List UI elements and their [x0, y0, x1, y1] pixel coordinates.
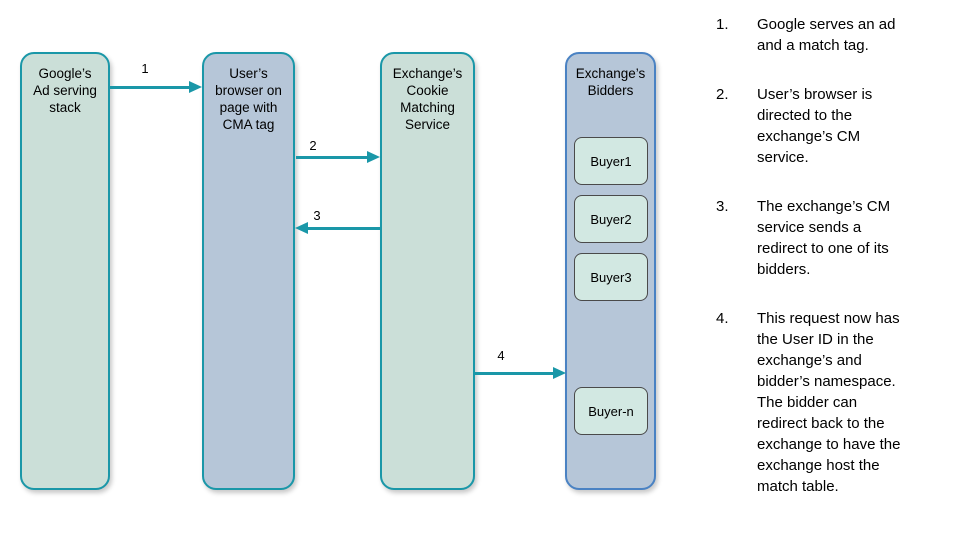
- step-4-number: 4.: [716, 310, 729, 327]
- node-exchange-bidders: Exchange’s Bidders Buyer1 Buyer2 Buyer3 …: [565, 52, 656, 490]
- step-item-2: 2. User’s browser is directed to the exc…: [716, 84, 956, 168]
- arrow-1-number: 1: [141, 61, 149, 76]
- node-user-browser: User’s browser on page with CMA tag: [202, 52, 295, 490]
- step-3-text: The exchange’s CM service sends a redire…: [757, 198, 891, 278]
- step-1-number: 1.: [716, 16, 729, 33]
- step-item-3: 3. The exchange’s CM service sends a red…: [716, 196, 956, 280]
- buyer-box-3-label: Buyer3: [590, 269, 632, 285]
- arrow-1-line: [110, 86, 190, 89]
- arrow-2-number: 2: [309, 138, 317, 153]
- step-4-text: This request now has the User ID in the …: [757, 310, 901, 495]
- arrow-3-line: [308, 227, 380, 230]
- step-2-number: 2.: [716, 86, 729, 103]
- arrow-3-head-icon: [295, 222, 308, 234]
- step-3-number: 3.: [716, 198, 729, 215]
- step-item-1: 1. Google serves an ad and a match tag.: [716, 14, 956, 56]
- node-cookie-matching-service: Exchange’s Cookie Matching Service: [380, 52, 475, 490]
- arrow-2-head-icon: [367, 151, 380, 163]
- arrow-4-number: 4: [497, 348, 505, 363]
- buyer-box-2-label: Buyer2: [590, 211, 632, 227]
- node-user-browser-label: User’s browser on page with CMA tag: [215, 66, 282, 132]
- steps-list: 1. Google serves an ad and a match tag. …: [716, 14, 956, 525]
- step-item-4: 4. This request now has the User ID in t…: [716, 308, 956, 497]
- step-1-text: Google serves an ad and a match tag.: [757, 16, 896, 54]
- node-google-ad-stack-label: Google’s Ad serving stack: [33, 66, 97, 115]
- node-exchange-bidders-label: Exchange’s Bidders: [575, 66, 646, 98]
- buyer-box-2: Buyer2: [574, 195, 648, 243]
- buyer-box-1-label: Buyer1: [590, 153, 632, 169]
- arrow-4-head-icon: [553, 367, 566, 379]
- step-2-text: User’s browser is directed to the exchan…: [757, 86, 873, 166]
- buyer-box-n-label: Buyer-n: [588, 403, 634, 419]
- arrow-3-number: 3: [313, 208, 321, 223]
- buyer-box-1: Buyer1: [574, 137, 648, 185]
- arrow-1-head-icon: [189, 81, 202, 93]
- node-google-ad-stack: Google’s Ad serving stack: [20, 52, 110, 490]
- buyer-box-3: Buyer3: [574, 253, 648, 301]
- node-cookie-matching-service-label: Exchange’s Cookie Matching Service: [392, 66, 463, 132]
- arrow-4-line: [475, 372, 553, 375]
- buyer-box-n: Buyer-n: [574, 387, 648, 435]
- arrow-2-line: [296, 156, 367, 159]
